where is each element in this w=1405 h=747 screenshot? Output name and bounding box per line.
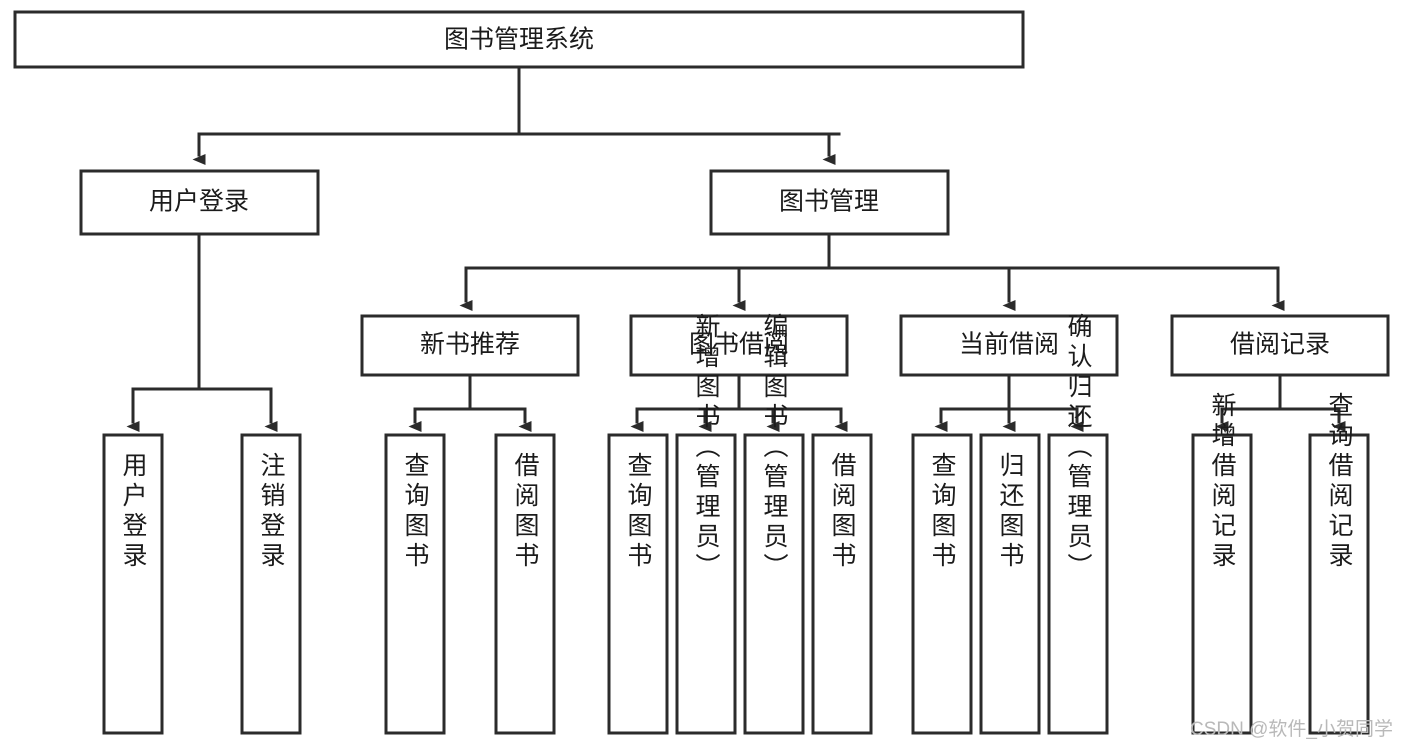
csdn-watermark: CSDN @软件_小贺同学 xyxy=(1190,719,1393,740)
node-leaf-query-book-1[interactable]: 查询图书 xyxy=(384,433,446,735)
connector-book-borrow-to-leaves xyxy=(630,373,848,432)
connector-borrow-record-to-leaves xyxy=(1215,373,1346,432)
node-label-leaf-borrow-book-2: 借阅图书 xyxy=(828,452,857,572)
connector-user-login-to-leaves xyxy=(126,232,278,432)
node-borrow-record[interactable]: 借阅记录 xyxy=(1170,314,1390,377)
connector-book-manage-to-level3 xyxy=(459,232,1285,311)
node-label-book-borrow: 图书借阅 xyxy=(689,331,789,359)
node-label-leaf-confirm-return: 确认归还（管理员） xyxy=(1064,313,1093,583)
node-label-leaf-query-book-2: 查询图书 xyxy=(624,452,653,572)
node-label-leaf-query-book-3: 查询图书 xyxy=(928,452,957,572)
connector-root-to-level2 xyxy=(192,65,841,165)
node-new-book-recommend[interactable]: 新书推荐 xyxy=(360,314,580,377)
node-label-new-book-recommend: 新书推荐 xyxy=(420,331,520,359)
connector-current-borrow-to-leaves xyxy=(934,373,1084,432)
node-root-system[interactable]: 图书管理系统 xyxy=(13,10,1025,69)
node-book-manage[interactable]: 图书管理 xyxy=(709,169,950,236)
node-book-borrow[interactable]: 图书借阅 xyxy=(629,314,849,377)
node-label-leaf-return-book: 归还图书 xyxy=(996,452,1025,572)
node-leaf-borrow-book-1[interactable]: 借阅图书 xyxy=(494,433,556,735)
node-label-leaf-edit-book: 编辑图书（管理员） xyxy=(760,313,789,583)
node-leaf-user-login[interactable]: 用户登录 xyxy=(102,433,164,735)
node-leaf-user-logout[interactable]: 注销登录 xyxy=(240,433,302,735)
node-label-leaf-user-logout: 注销登录 xyxy=(257,452,286,572)
node-leaf-edit-book[interactable]: 编辑图书（管理员） xyxy=(743,313,805,735)
node-label-book-manage: 图书管理 xyxy=(779,188,879,216)
connector-new-book-recommend-to-leaves xyxy=(408,373,532,432)
node-label-leaf-query-book-1: 查询图书 xyxy=(401,452,430,572)
node-leaf-add-record[interactable]: 新增借阅记录 xyxy=(1191,392,1253,735)
node-leaf-query-record[interactable]: 查询借阅记录 xyxy=(1308,392,1370,735)
node-leaf-return-book[interactable]: 归还图书 xyxy=(979,433,1041,735)
node-label-leaf-query-record: 查询借阅记录 xyxy=(1325,392,1354,572)
node-current-borrow[interactable]: 当前借阅 xyxy=(899,314,1119,377)
node-label-leaf-add-record: 新增借阅记录 xyxy=(1208,392,1237,572)
node-leaf-add-book[interactable]: 新增图书（管理员） xyxy=(675,313,737,735)
node-leaf-query-book-3[interactable]: 查询图书 xyxy=(911,433,973,735)
node-label-current-borrow: 当前借阅 xyxy=(959,331,1059,359)
node-label-leaf-borrow-book-1: 借阅图书 xyxy=(511,452,540,572)
node-label-user-login: 用户登录 xyxy=(149,188,249,216)
node-label-root: 图书管理系统 xyxy=(444,26,594,54)
node-label-leaf-user-login: 用户登录 xyxy=(119,452,148,572)
node-user-login[interactable]: 用户登录 xyxy=(79,169,320,236)
node-label-leaf-add-book: 新增图书（管理员） xyxy=(692,313,721,583)
node-leaf-borrow-book-2[interactable]: 借阅图书 xyxy=(811,433,873,735)
node-leaf-confirm-return[interactable]: 确认归还（管理员） xyxy=(1047,313,1109,735)
node-leaf-query-book-2[interactable]: 查询图书 xyxy=(607,433,669,735)
node-label-borrow-record: 借阅记录 xyxy=(1230,331,1330,359)
